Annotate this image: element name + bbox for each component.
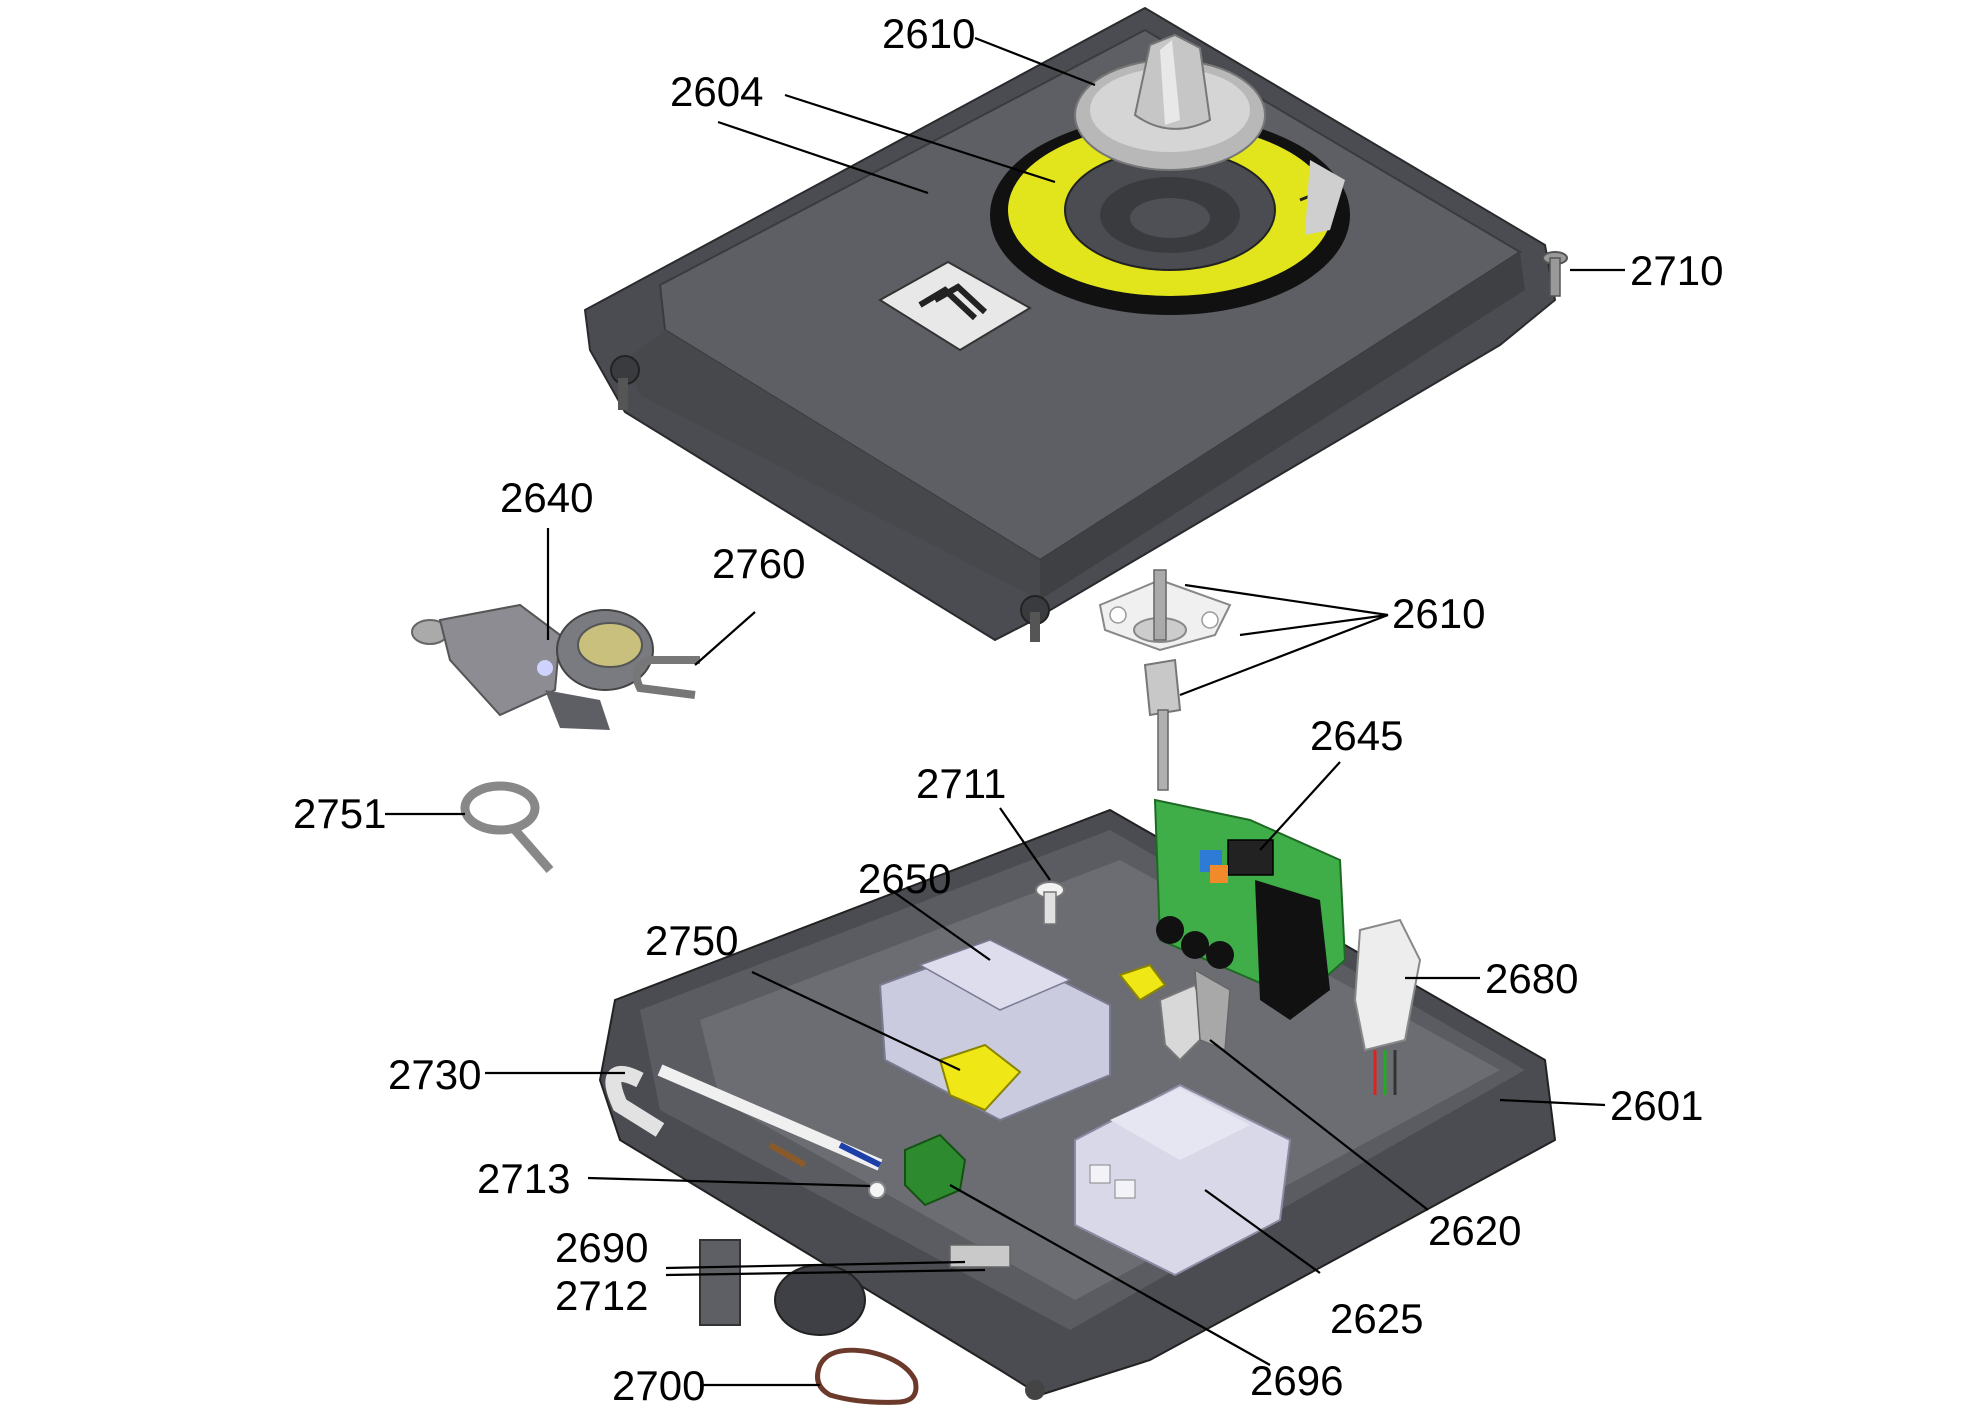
relay-module-2680 — [1353, 918, 1422, 1095]
terminal-strip-2690-2712 — [949, 1244, 1011, 1268]
label-2680: 2680 — [1485, 955, 1578, 1002]
screw-2710 — [1542, 251, 1568, 297]
pcb-board-2645 — [1153, 798, 1347, 1020]
cable-tie-2751 — [460, 781, 554, 873]
connector-2750 — [938, 963, 1167, 1112]
rotary-scale-ring-2604 — [990, 115, 1350, 315]
label-2760: 2760 — [712, 540, 805, 587]
label-2601: 2601 — [1610, 1082, 1703, 1129]
label-2690: 2690 — [555, 1224, 648, 1271]
screw-2713 — [868, 1181, 886, 1199]
label-2640: 2640 — [500, 474, 593, 521]
rotary-knob-2610 — [1074, 33, 1266, 171]
label-2750: 2750 — [645, 917, 738, 964]
label-2604: 2604 — [670, 68, 763, 115]
screw-2711 — [1035, 881, 1065, 925]
label-2713: 2713 — [477, 1155, 570, 1202]
label-2625: 2625 — [1330, 1295, 1423, 1342]
contactor-2625 — [1074, 1083, 1292, 1277]
label-2645: 2645 — [1310, 712, 1403, 759]
transformer-2650 — [878, 939, 1111, 1122]
label-2610-top: 2610 — [882, 10, 975, 57]
label-2650: 2650 — [858, 855, 951, 902]
bracket-2760 — [632, 656, 700, 699]
label-2712: 2712 — [555, 1272, 648, 1319]
cable-gland-2640 — [411, 603, 654, 730]
label-2610-mid: 2610 — [1392, 590, 1485, 637]
leader-lines — [385, 36, 1625, 1387]
shaft-assembly-2610 — [1098, 569, 1232, 791]
label-2620: 2620 — [1428, 1207, 1521, 1254]
label-2696: 2696 — [1250, 1357, 1343, 1404]
label-2711: 2711 — [916, 760, 1006, 807]
label-2751: 2751 — [293, 790, 386, 837]
tube-2730 — [605, 1064, 883, 1171]
microswitch-2620 — [1158, 968, 1231, 1062]
label-2710: 2710 — [1630, 247, 1723, 294]
hazard-sticker — [878, 260, 1032, 352]
gasket-2700 — [815, 1347, 919, 1405]
label-2700: 2700 — [612, 1362, 705, 1406]
label-2730: 2730 — [388, 1051, 481, 1098]
